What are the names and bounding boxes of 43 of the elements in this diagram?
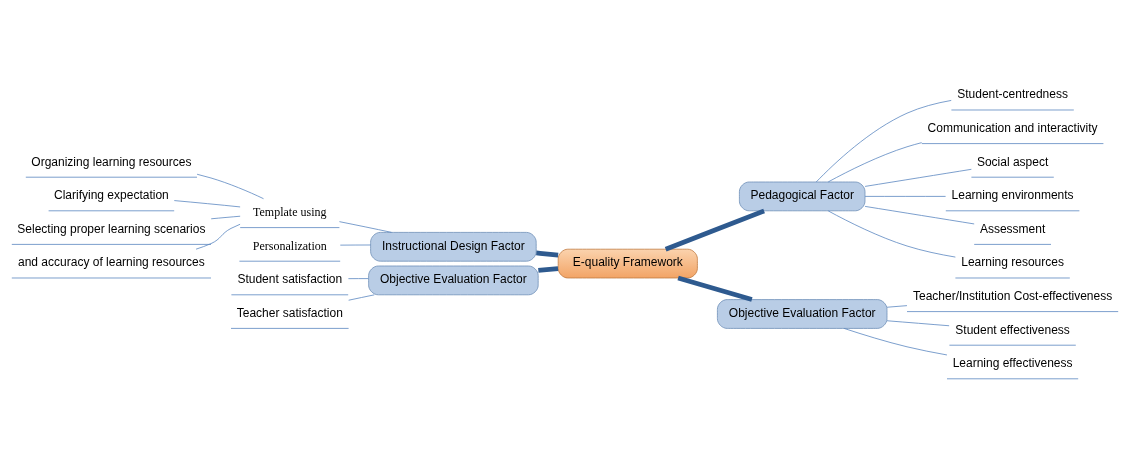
node-text: Learning resources bbox=[961, 254, 1064, 269]
node-box: E-quality Framework bbox=[557, 248, 698, 278]
connector bbox=[664, 208, 765, 251]
node-text: Teacher/Institution Cost-effectiveness bbox=[912, 288, 1113, 303]
node-box: Objective Evaluation Factor bbox=[368, 265, 539, 295]
connector bbox=[827, 141, 923, 182]
node-text: Learning environments bbox=[951, 187, 1074, 202]
connector bbox=[843, 327, 948, 355]
node-text: Personalization bbox=[252, 238, 327, 253]
node-text: Communication and interactivity bbox=[927, 120, 1098, 135]
connector bbox=[196, 173, 264, 199]
connector bbox=[677, 275, 753, 302]
connector bbox=[827, 210, 956, 257]
connector bbox=[536, 250, 559, 258]
connector bbox=[195, 223, 241, 250]
connector bbox=[348, 277, 369, 279]
node-text: Student-centredness bbox=[957, 86, 1068, 101]
node-text: Learning effectiveness bbox=[952, 355, 1073, 370]
node-box: Objective Evaluation Factor bbox=[717, 298, 888, 329]
connector bbox=[339, 220, 392, 233]
node-text: Social aspect bbox=[976, 154, 1049, 169]
connector bbox=[864, 195, 946, 197]
connector bbox=[864, 168, 972, 187]
connector bbox=[339, 244, 371, 246]
connector bbox=[886, 319, 950, 326]
node-text: Teacher satisfaction bbox=[236, 305, 343, 320]
connector bbox=[886, 304, 908, 308]
node-text: Assessment bbox=[979, 221, 1046, 236]
connector bbox=[210, 215, 241, 219]
node-box: Instructional Design Factor bbox=[370, 231, 537, 262]
node-text: Student effectiveness bbox=[955, 322, 1070, 337]
connector bbox=[864, 205, 975, 224]
connector bbox=[538, 265, 559, 273]
connector bbox=[815, 99, 952, 182]
node-text: Template using bbox=[253, 204, 327, 219]
node-text: Student satisfaction bbox=[237, 271, 343, 286]
connector bbox=[348, 293, 375, 301]
node-box: Pedagogical Factor bbox=[739, 181, 866, 211]
connector bbox=[173, 199, 241, 207]
node-text: Clarifying expectation bbox=[54, 187, 169, 202]
node-text: Organizing learning resources bbox=[31, 154, 192, 169]
node-text: Selecting proper learning scenarios bbox=[17, 221, 206, 236]
node-text: and accuracy of learning resources bbox=[18, 254, 205, 269]
